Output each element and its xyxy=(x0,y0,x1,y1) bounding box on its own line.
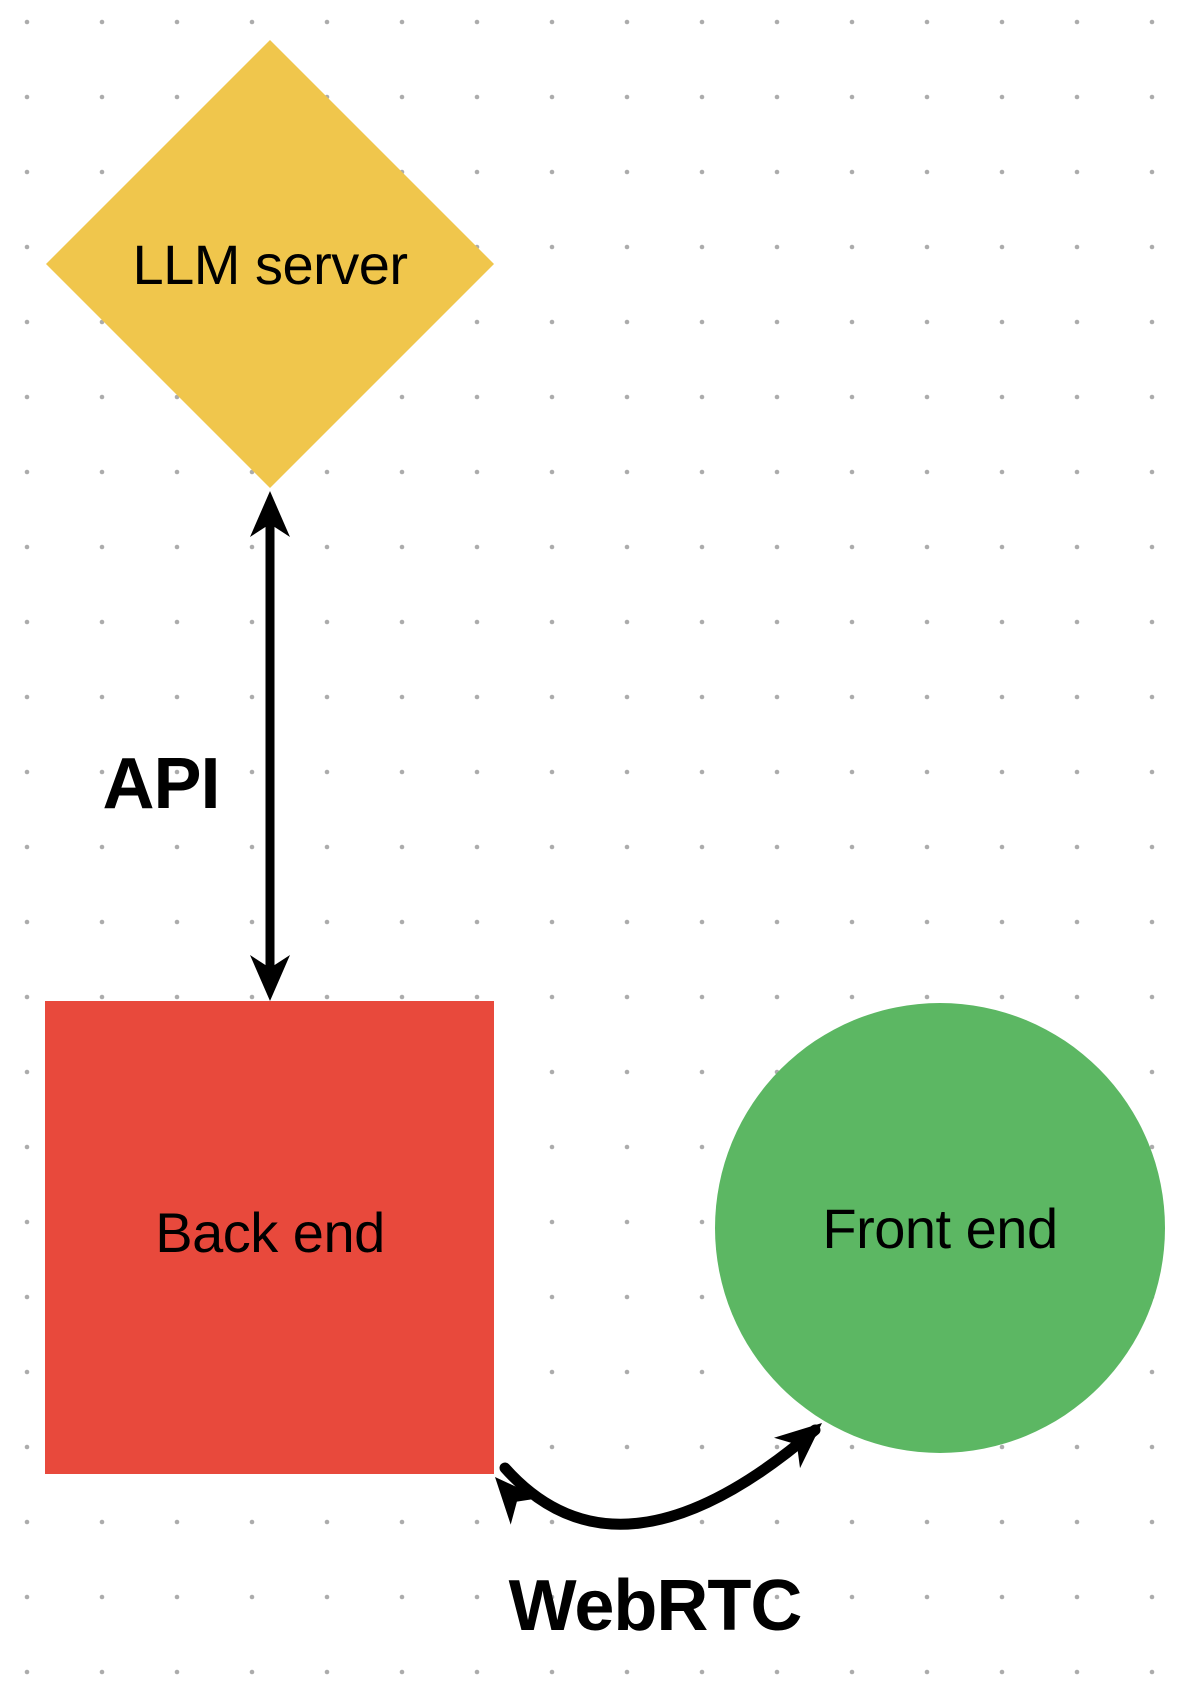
api-edge-label[interactable]: API xyxy=(102,744,220,824)
front-end-circle[interactable] xyxy=(715,1003,1165,1453)
api-arrowhead-down-icon xyxy=(250,955,290,1001)
back-end-square[interactable] xyxy=(45,1001,494,1474)
front-end-node[interactable]: Front end xyxy=(715,1003,1165,1453)
api-arrow[interactable] xyxy=(250,491,290,1001)
webrtc-arrow[interactable] xyxy=(495,1423,822,1530)
llm-server-label: LLM server xyxy=(132,233,407,296)
llm-server-diamond[interactable] xyxy=(46,40,494,488)
webrtc-edge-label[interactable]: WebRTC xyxy=(509,1566,803,1646)
llm-server-node[interactable]: LLM server xyxy=(46,40,494,488)
webrtc-arrowhead-right-icon xyxy=(774,1423,822,1469)
webrtc-arrowhead-left-icon xyxy=(495,1477,541,1525)
back-end-node[interactable]: Back end xyxy=(45,1001,494,1474)
api-arrowhead-up-icon xyxy=(250,491,290,537)
back-end-label: Back end xyxy=(155,1201,385,1264)
front-end-label: Front end xyxy=(822,1197,1057,1260)
